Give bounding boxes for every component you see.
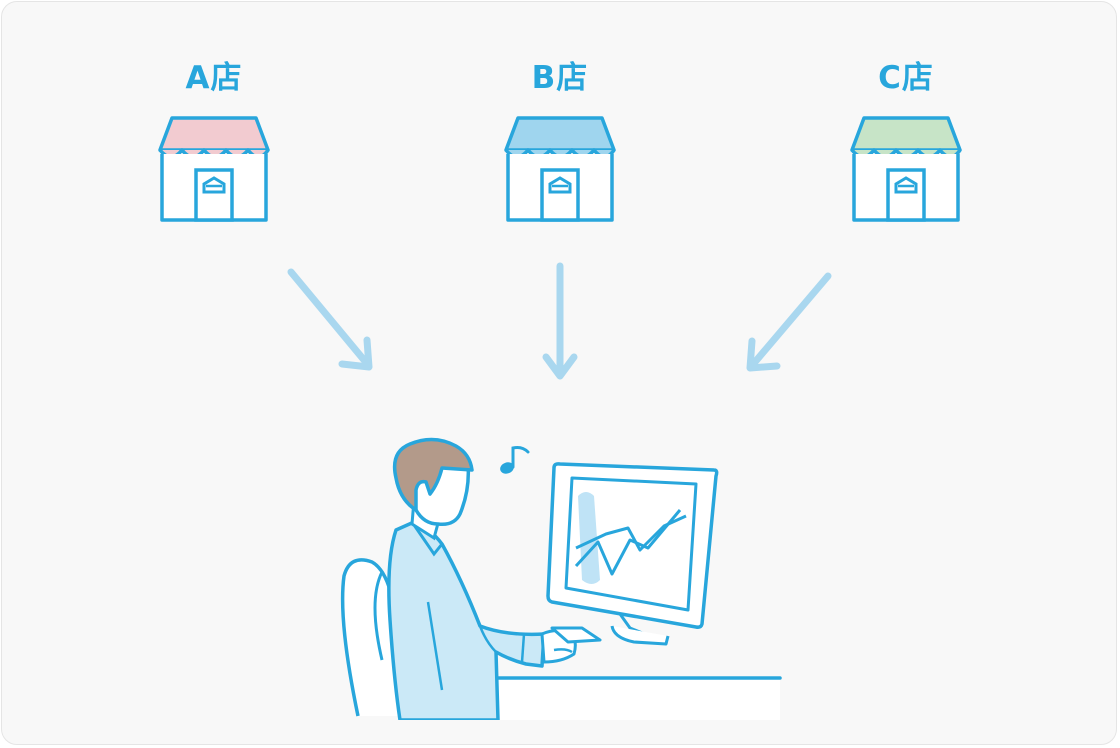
arrow-b-icon [542,262,578,380]
store-c-label: C店 [878,60,934,96]
person-icon [387,437,577,720]
store-a-label: A店 [185,60,243,96]
store-a: A店 [144,58,284,228]
store-icon [504,116,616,222]
store-b: B店 [490,58,630,228]
desk-icon [492,676,782,720]
store-b-label: B店 [531,60,589,96]
store-c: C店 [836,58,976,228]
store-icon [850,116,962,222]
store-icon [158,116,270,222]
arrow-a-icon [287,268,373,371]
worker-illustration [340,437,782,720]
computer-monitor-icon [546,462,719,646]
arrow-c-icon [746,272,832,372]
keyboard-icon [550,626,602,644]
music-note-icon [500,446,530,474]
